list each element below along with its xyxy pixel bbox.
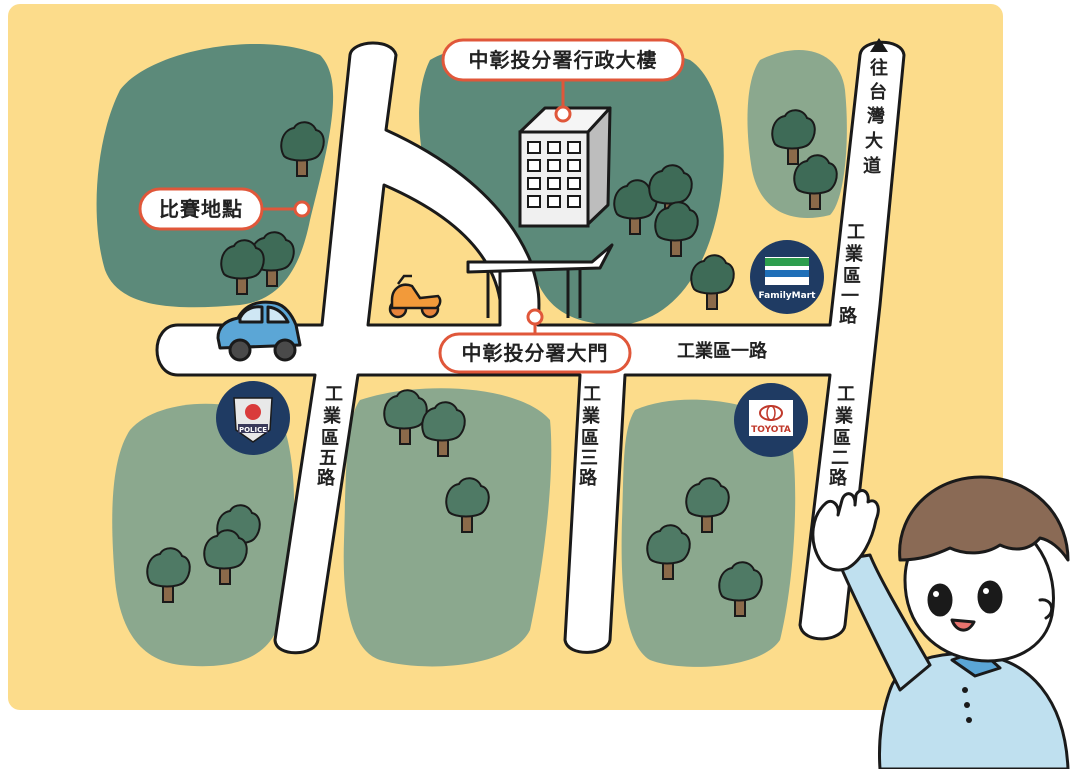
arrow-up-icon	[870, 38, 888, 52]
competition-site-label: 比賽地點	[159, 197, 243, 221]
toyota-text: TOYOTA	[751, 425, 791, 435]
boy-icon	[811, 475, 1070, 769]
road-char: 區	[833, 428, 851, 449]
road-char: 往	[870, 57, 888, 79]
road-char: 路	[829, 467, 848, 489]
road-char: 業	[581, 405, 601, 427]
park-southwest	[112, 403, 295, 667]
road-label-gongye-1-vertical: 工 業 區 一 路	[839, 222, 865, 327]
road-char: 二	[831, 448, 849, 469]
familymart-text: FamilyMart	[759, 291, 817, 301]
road-char: 工	[847, 222, 865, 243]
park-south-center	[343, 388, 552, 667]
road-char: 工	[837, 384, 855, 405]
callout-admin-building: 中彰投分署行政大樓	[441, 38, 685, 123]
road-char: 路	[317, 467, 336, 489]
main-gate-label: 中彰投分署大門	[462, 341, 609, 365]
road-char: 灣	[867, 105, 885, 127]
road-char: 業	[834, 405, 854, 427]
admin-building-label: 中彰投分署行政大樓	[469, 48, 658, 72]
road-char: 台	[869, 81, 887, 103]
road-char: 道	[863, 155, 881, 177]
gate-canopy	[466, 243, 614, 318]
road-label-gongye-2: 工 業 區 二 路	[829, 384, 855, 489]
road-char: 路	[839, 305, 858, 327]
road-char: 路	[579, 467, 598, 489]
callout-main-gate: 中彰投分署大門	[438, 308, 632, 374]
park-south-east	[621, 399, 796, 667]
road-label-gongye-5: 工 業 區 五 路	[317, 384, 343, 489]
callout-competition-site: 比賽地點	[138, 187, 311, 231]
building-icon	[518, 106, 612, 228]
road-char: 工	[583, 384, 601, 405]
road-label-taiwan-blvd: 往 台 灣 大 道	[863, 38, 888, 177]
road-label-gongye-3: 工 業 區 三 路	[579, 384, 601, 489]
road-char: 工	[325, 384, 343, 405]
road-char: 區	[321, 428, 339, 449]
police-logo: POLICE	[216, 381, 290, 455]
road-label-gongye-1: 工業區一路	[677, 340, 768, 362]
road-char: 五	[319, 448, 337, 469]
familymart-logo: FamilyMart	[750, 240, 824, 314]
road-char: 區	[843, 266, 861, 287]
road-char: 業	[844, 243, 864, 265]
road-char: 區	[581, 428, 599, 449]
scooter-icon	[388, 274, 442, 319]
car-icon	[216, 300, 302, 362]
road-char: 三	[580, 448, 598, 469]
road-char: 業	[322, 405, 342, 427]
police-text: POLICE	[239, 426, 267, 434]
road-char: 一	[841, 286, 859, 307]
road-char: 大	[865, 130, 883, 152]
toyota-logo: TOYOTA	[734, 383, 808, 457]
